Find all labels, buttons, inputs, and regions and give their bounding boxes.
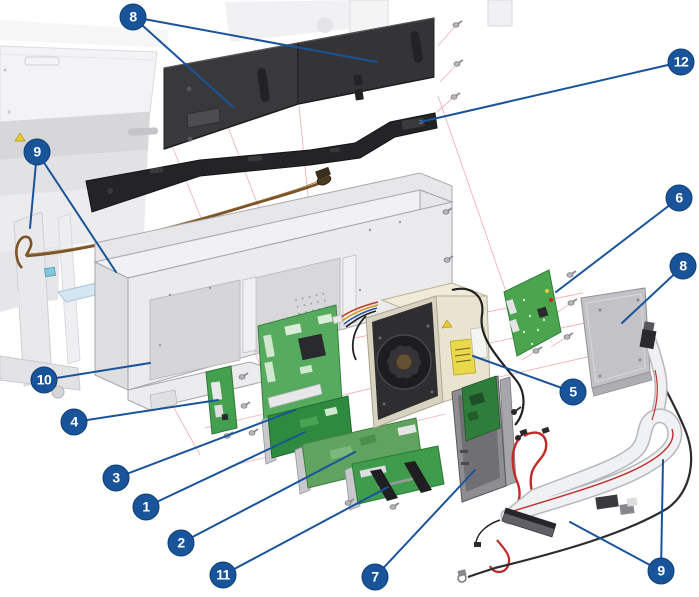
trailing-cable-assembly (457, 321, 693, 583)
callout-leader-lines (29, 16, 684, 578)
interface-board (344, 445, 445, 511)
callout-badge-3: 3 (102, 464, 130, 492)
callout-badge-5: 5 (559, 378, 587, 406)
gamut-pca (205, 365, 238, 435)
callout-badge-4: 4 (60, 408, 88, 436)
callout-badge-6: 6 (665, 184, 693, 212)
callout-badge-7: 7 (361, 563, 389, 591)
callout-badge-8-right: 8 (669, 252, 697, 280)
hard-disk-assembly (451, 375, 526, 503)
rear-cover-panels (163, 17, 435, 150)
ground-clip (457, 569, 467, 583)
psu-wire-bundle (331, 287, 525, 426)
callout-badge-12: 12 (667, 48, 695, 76)
main-pca (257, 304, 343, 423)
cable-end-rail (474, 494, 638, 547)
electronics-enclosure-chassis (93, 172, 454, 411)
tube-guide-assembly (15, 166, 332, 278)
callout-badge-10: 10 (30, 366, 58, 394)
callout-badge-11: 11 (209, 561, 237, 589)
psu-fan (376, 324, 434, 406)
rear-bracket-plate (85, 112, 438, 213)
callout-badge-2: 2 (167, 529, 195, 557)
power-supply-unit (331, 282, 525, 429)
callout-badge-9-bottom: 9 (647, 557, 675, 585)
callout-badge-8-top: 8 (119, 3, 147, 31)
interconnect-pca (503, 269, 562, 357)
callout-badge-1: 1 (132, 493, 160, 521)
callout-badge-9-left: 9 (23, 138, 51, 166)
